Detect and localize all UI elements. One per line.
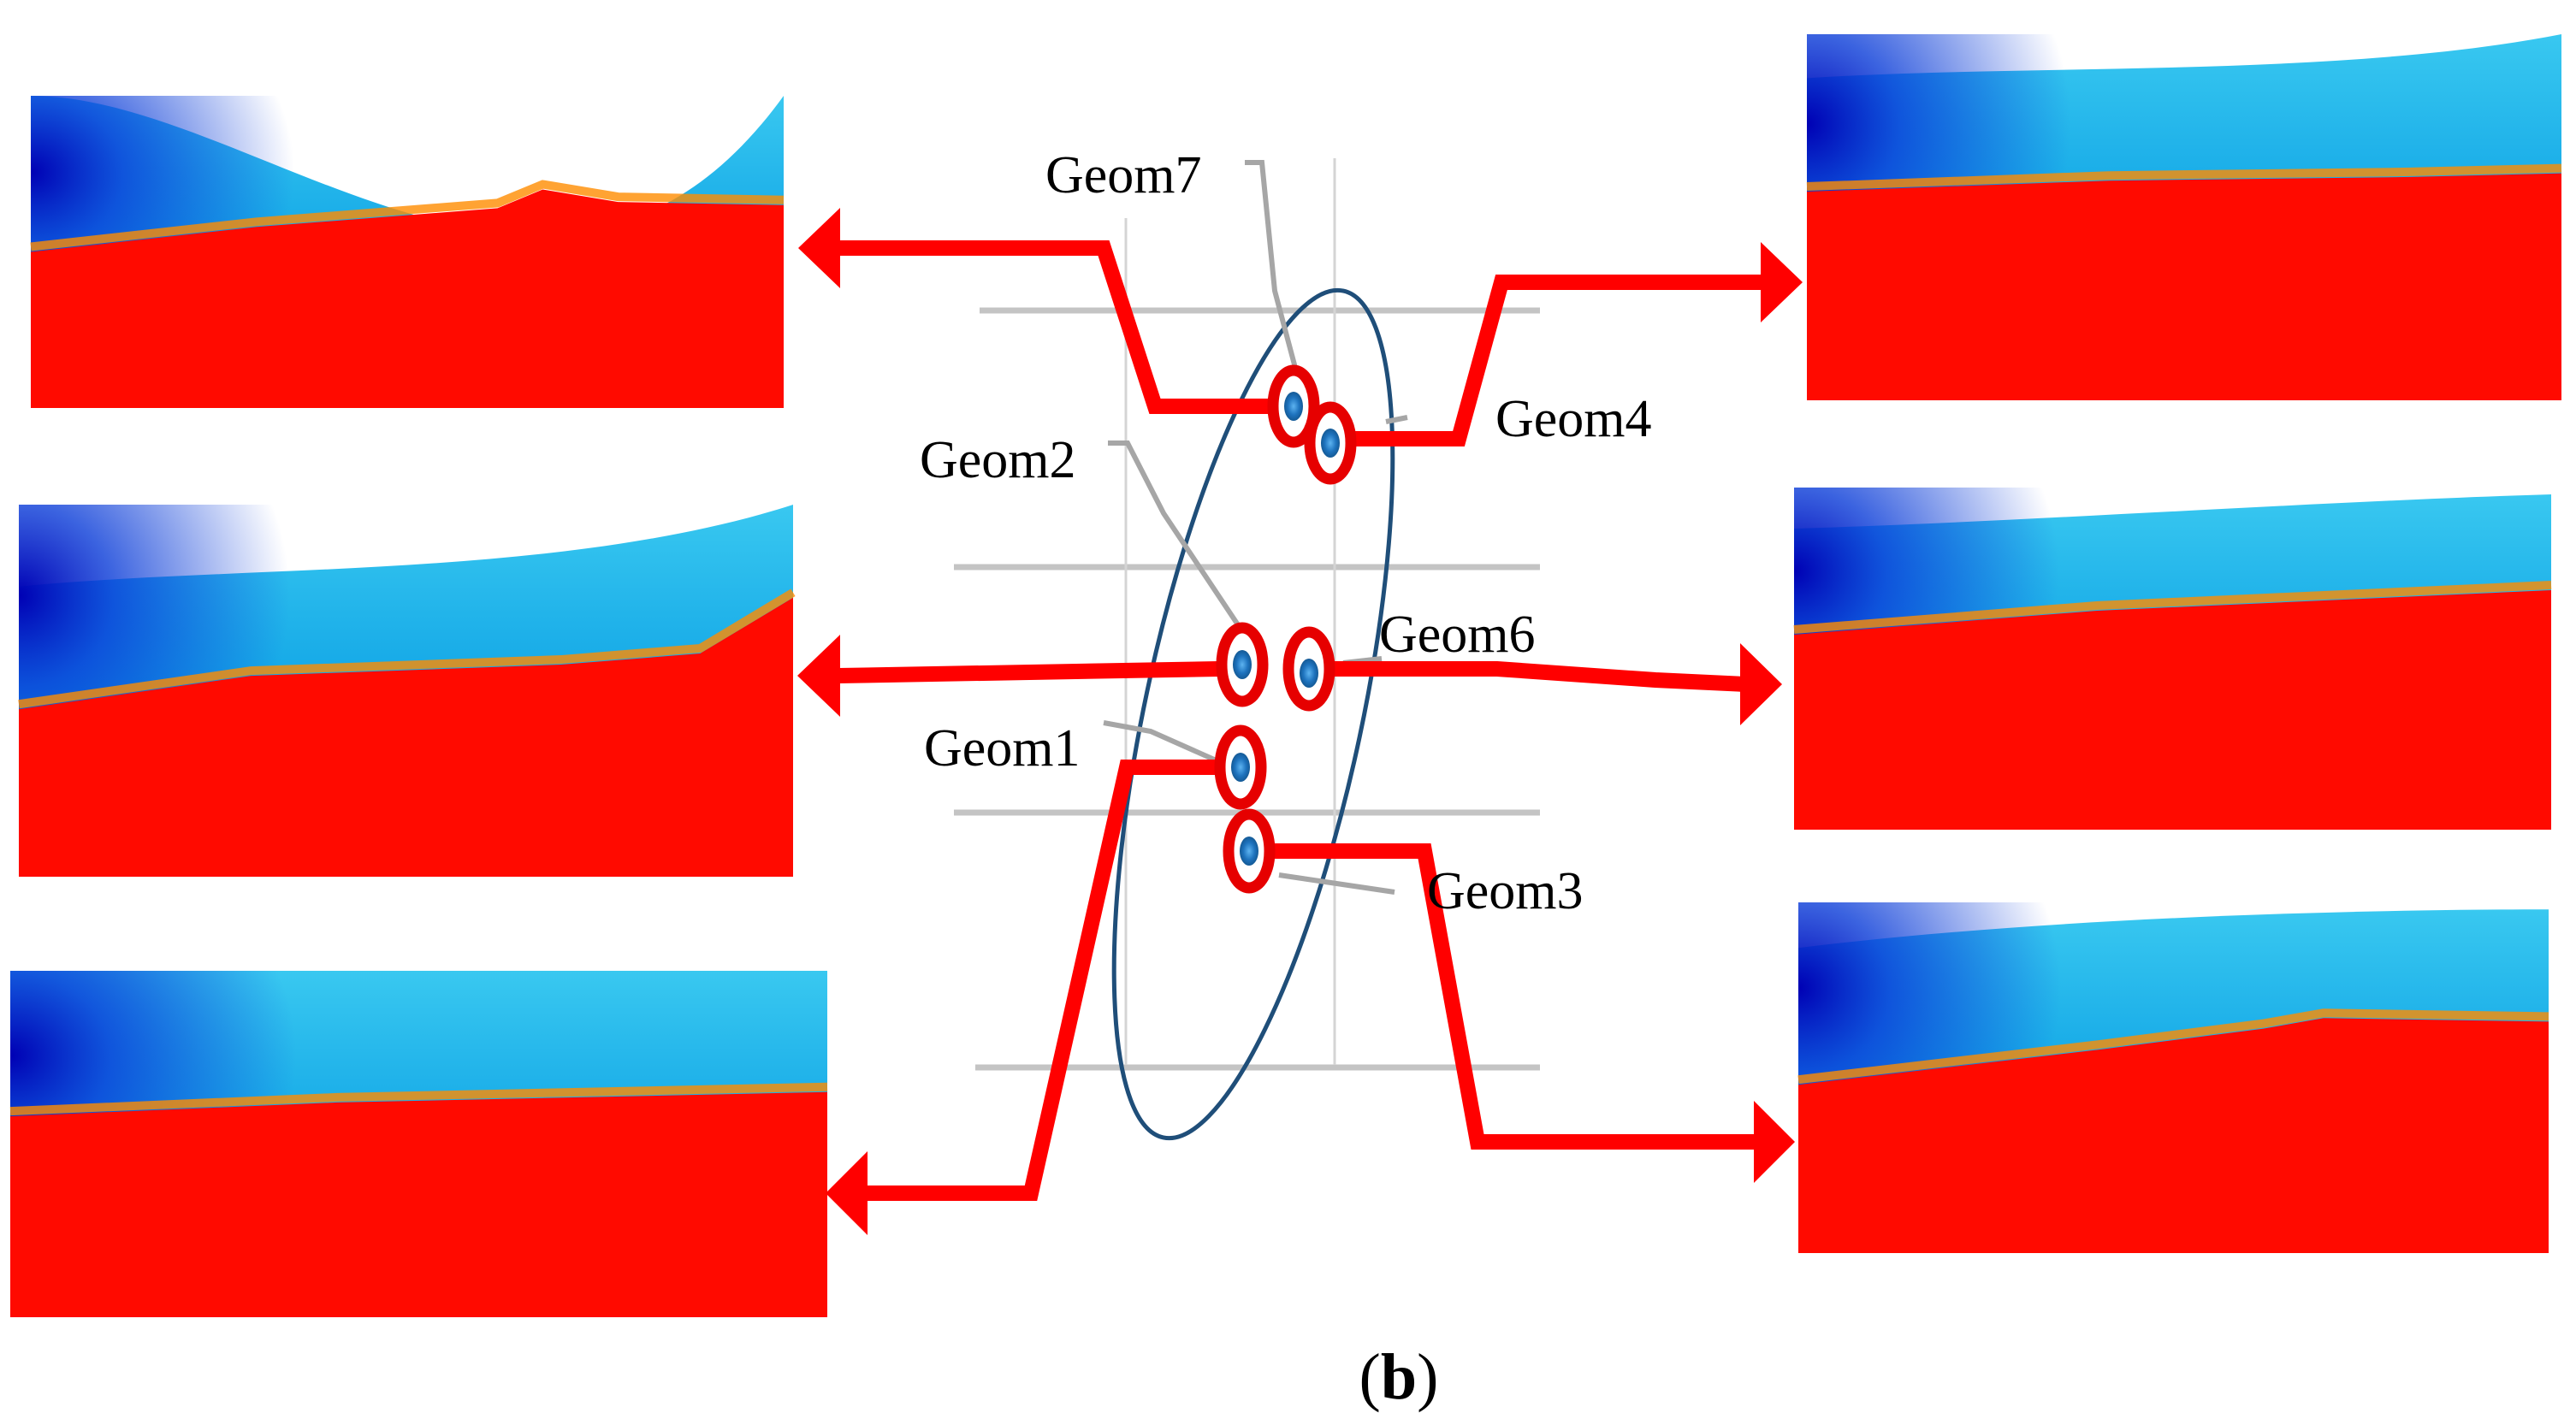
field-panel-bottom-right <box>1797 902 2549 1253</box>
central-plot <box>954 158 1540 1141</box>
field-panel-top-left <box>30 96 785 408</box>
cluster-ellipse <box>1111 287 1395 1141</box>
point-geom1 <box>1214 724 1267 810</box>
label-geom2: Geom2 <box>920 431 1076 489</box>
leader-line-geom4 <box>1385 415 1408 424</box>
point-labels: Geom7 Geom4 Geom2 Geom6 Geom1 Geom3 <box>920 146 1652 920</box>
point-geom3 <box>1223 808 1276 894</box>
arrow-line-geom6 <box>1335 661 1746 692</box>
panel-label: (b) <box>1359 1341 1439 1413</box>
label-geom7: Geom7 <box>1045 146 1202 204</box>
field-panels <box>9 34 2562 1317</box>
plot-vertical-guides <box>1124 158 1336 1065</box>
arrow-line-geom4 <box>1330 275 1771 446</box>
label-geom3: Geom3 <box>1427 862 1584 920</box>
arrowhead-right <box>1740 643 1782 725</box>
arrow-line-geom7 <box>834 240 1283 414</box>
arrow-line-geom2 <box>838 661 1220 683</box>
arrowhead-left <box>797 635 840 717</box>
leader-line-geom3 <box>1278 872 1395 895</box>
point-markers <box>1214 364 1357 894</box>
arrowhead-right <box>1754 1101 1795 1183</box>
field-panel-middle-right <box>1793 488 2552 830</box>
arrowhead-right <box>1761 242 1803 322</box>
arrow-line-geom1 <box>864 760 1219 1201</box>
arrowhead-left <box>826 1151 868 1235</box>
label-geom4: Geom4 <box>1495 390 1652 448</box>
arrowhead-left <box>798 208 840 288</box>
leader-line-geom7 <box>1245 160 1301 381</box>
field-panel-top-right <box>1806 34 2562 400</box>
field-panel-bottom-left <box>9 971 828 1317</box>
leader-lines <box>1103 160 1408 895</box>
field-panel-middle-left <box>18 505 796 877</box>
point-geom6 <box>1282 626 1335 712</box>
leader-line-geom1 <box>1103 720 1229 768</box>
point-geom7 <box>1267 364 1320 448</box>
arrow-line-geom3 <box>1249 843 1762 1150</box>
leader-line-geom2 <box>1108 440 1243 630</box>
point-geom4 <box>1304 401 1357 485</box>
point-geom2 <box>1216 622 1269 707</box>
label-geom6: Geom6 <box>1379 606 1536 664</box>
connector-arrows <box>797 208 1803 1235</box>
label-geom1: Geom1 <box>924 719 1081 777</box>
